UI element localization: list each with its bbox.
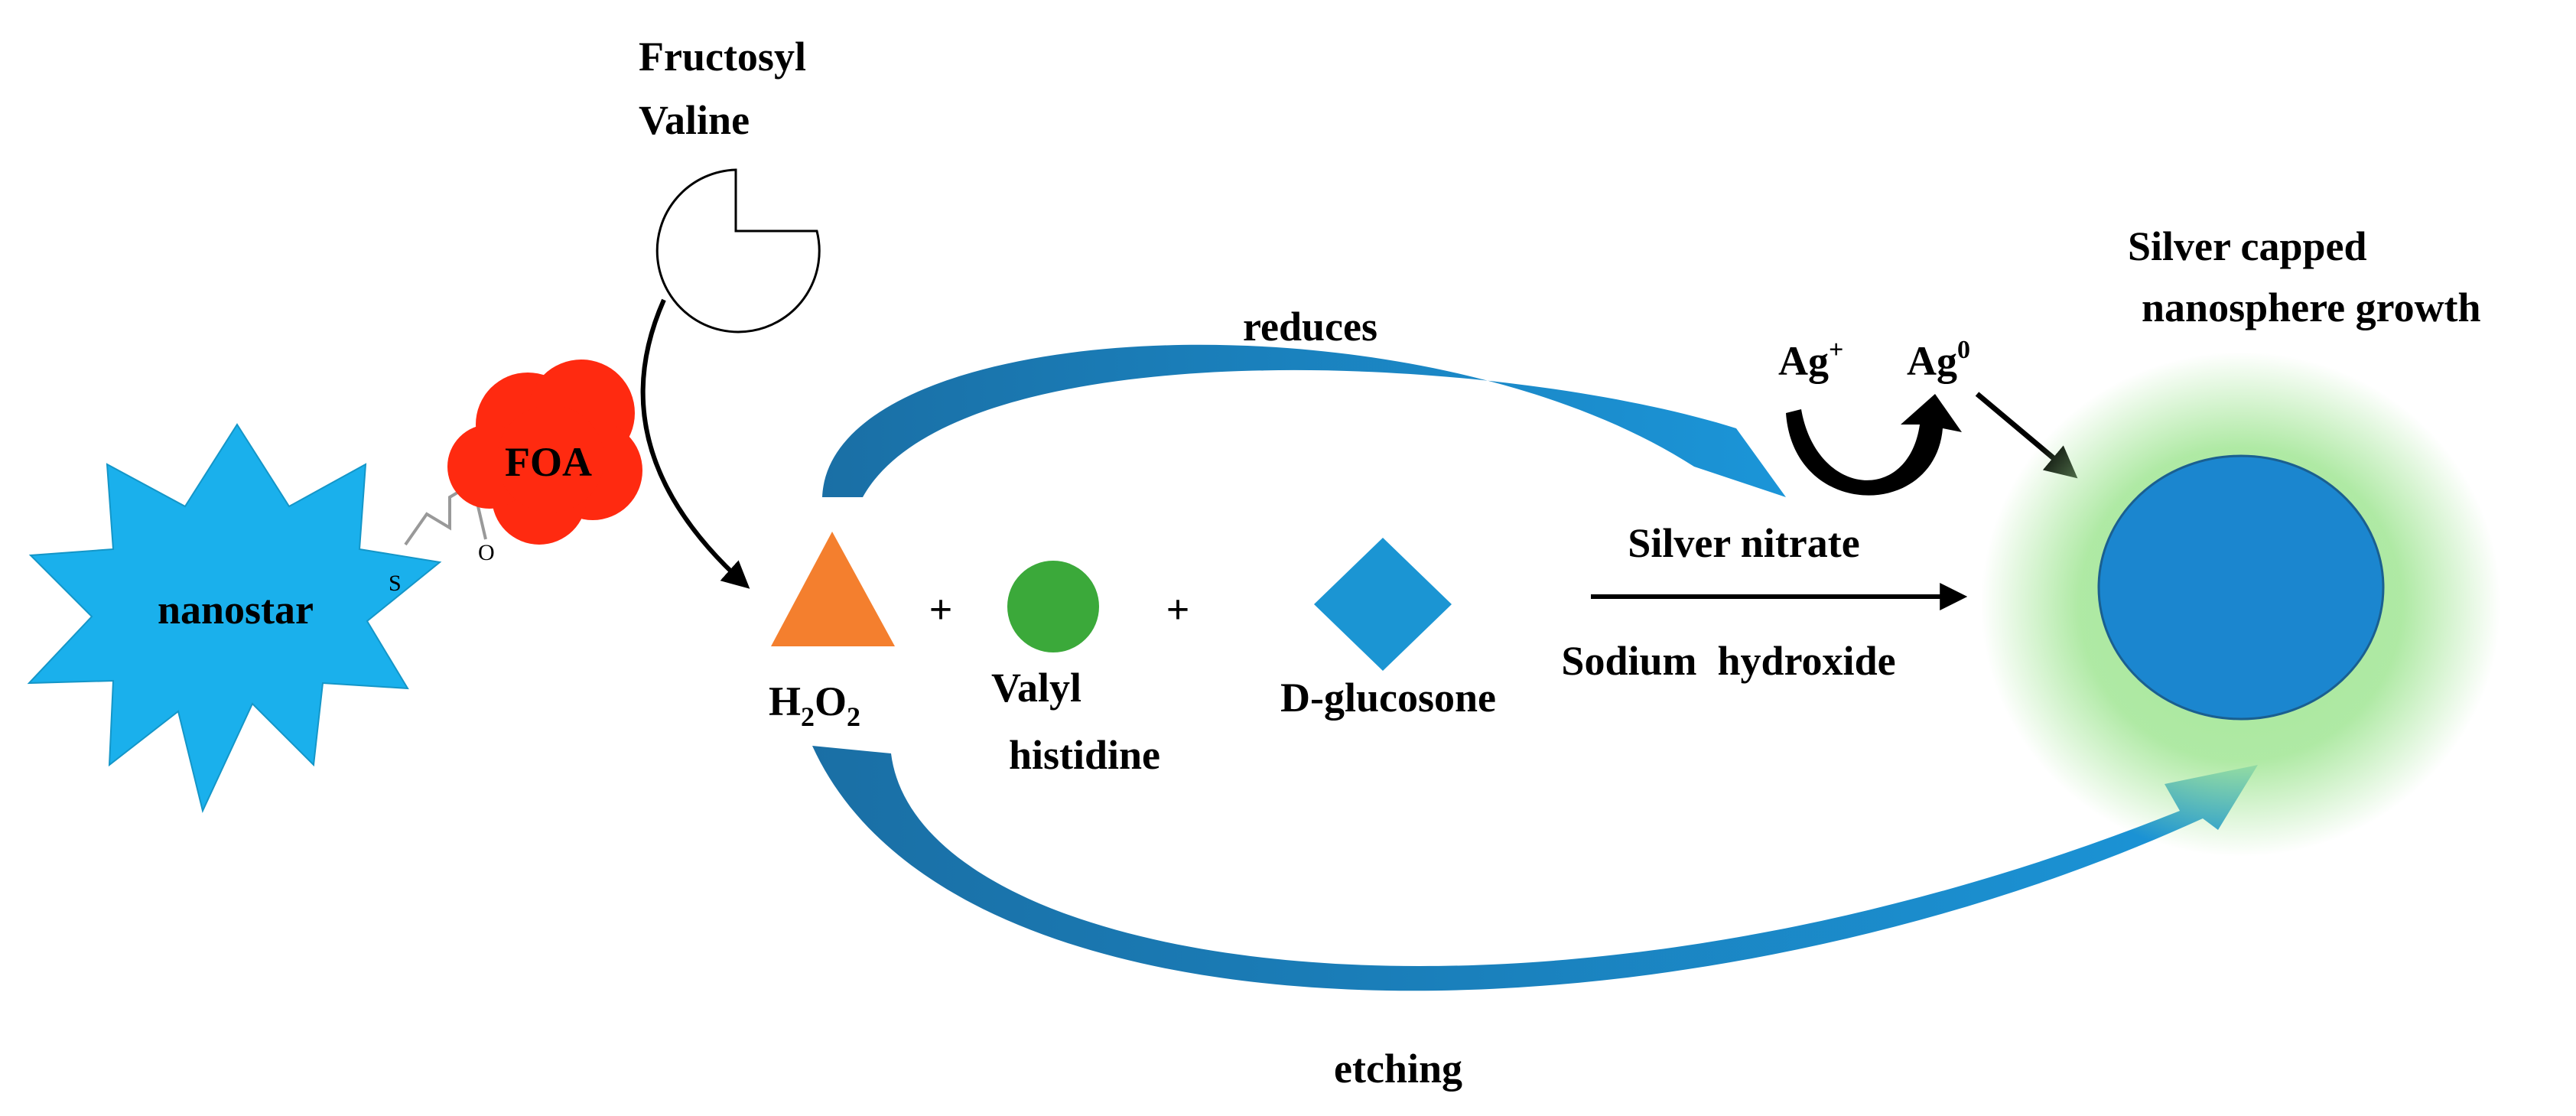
pacman-icon <box>655 168 821 333</box>
sodium-hydroxide-label: Sodium hydroxide <box>1561 638 1895 684</box>
cloud-icon <box>447 360 642 545</box>
silver-nitrate-label: Silver nitrate <box>1628 520 1859 566</box>
etching-label: etching <box>1334 1046 1462 1092</box>
glucosone-label: D-glucosone <box>1280 675 1496 721</box>
reduces-arrow <box>822 344 1786 497</box>
plus-2: + <box>1166 587 1190 633</box>
linker-s-label: S <box>389 571 402 596</box>
ellipse-icon <box>2097 454 2385 721</box>
h2o2-label: H2O2 <box>769 678 860 732</box>
valyl-label-line1: Valyl <box>991 665 1081 711</box>
circle-icon <box>1007 561 1099 652</box>
nanosphere <box>1981 352 2501 857</box>
ag-zero-label: Ag0 <box>1907 336 1970 384</box>
fructosyl-label-line2: Valine <box>639 97 750 143</box>
nanostar: nanostar <box>27 423 442 814</box>
growth-label-line2: nanosphere growth <box>2142 285 2481 330</box>
triangle-icon <box>771 532 895 646</box>
etching-arrow <box>812 746 2258 991</box>
diamond-icon <box>1314 538 1452 671</box>
star-burst-icon <box>27 423 442 814</box>
valyl-label-line2: histidine <box>1009 732 1160 778</box>
ag-reduction-arrow <box>1786 394 1962 496</box>
plus-1: + <box>929 587 953 633</box>
reduces-label: reduces <box>1243 304 1377 350</box>
ag-plus-label: Ag+ <box>1778 336 1843 384</box>
foa-cloud: FOA <box>447 360 642 545</box>
fructosyl-label-line1: Fructosyl <box>639 34 806 80</box>
foa-label: FOA <box>505 439 592 485</box>
growth-label-line1: Silver capped <box>2128 223 2367 269</box>
fructosyl-arrow <box>640 298 750 589</box>
linker-o2-label: O <box>478 540 495 565</box>
nanostar-label: nanostar <box>158 587 314 633</box>
